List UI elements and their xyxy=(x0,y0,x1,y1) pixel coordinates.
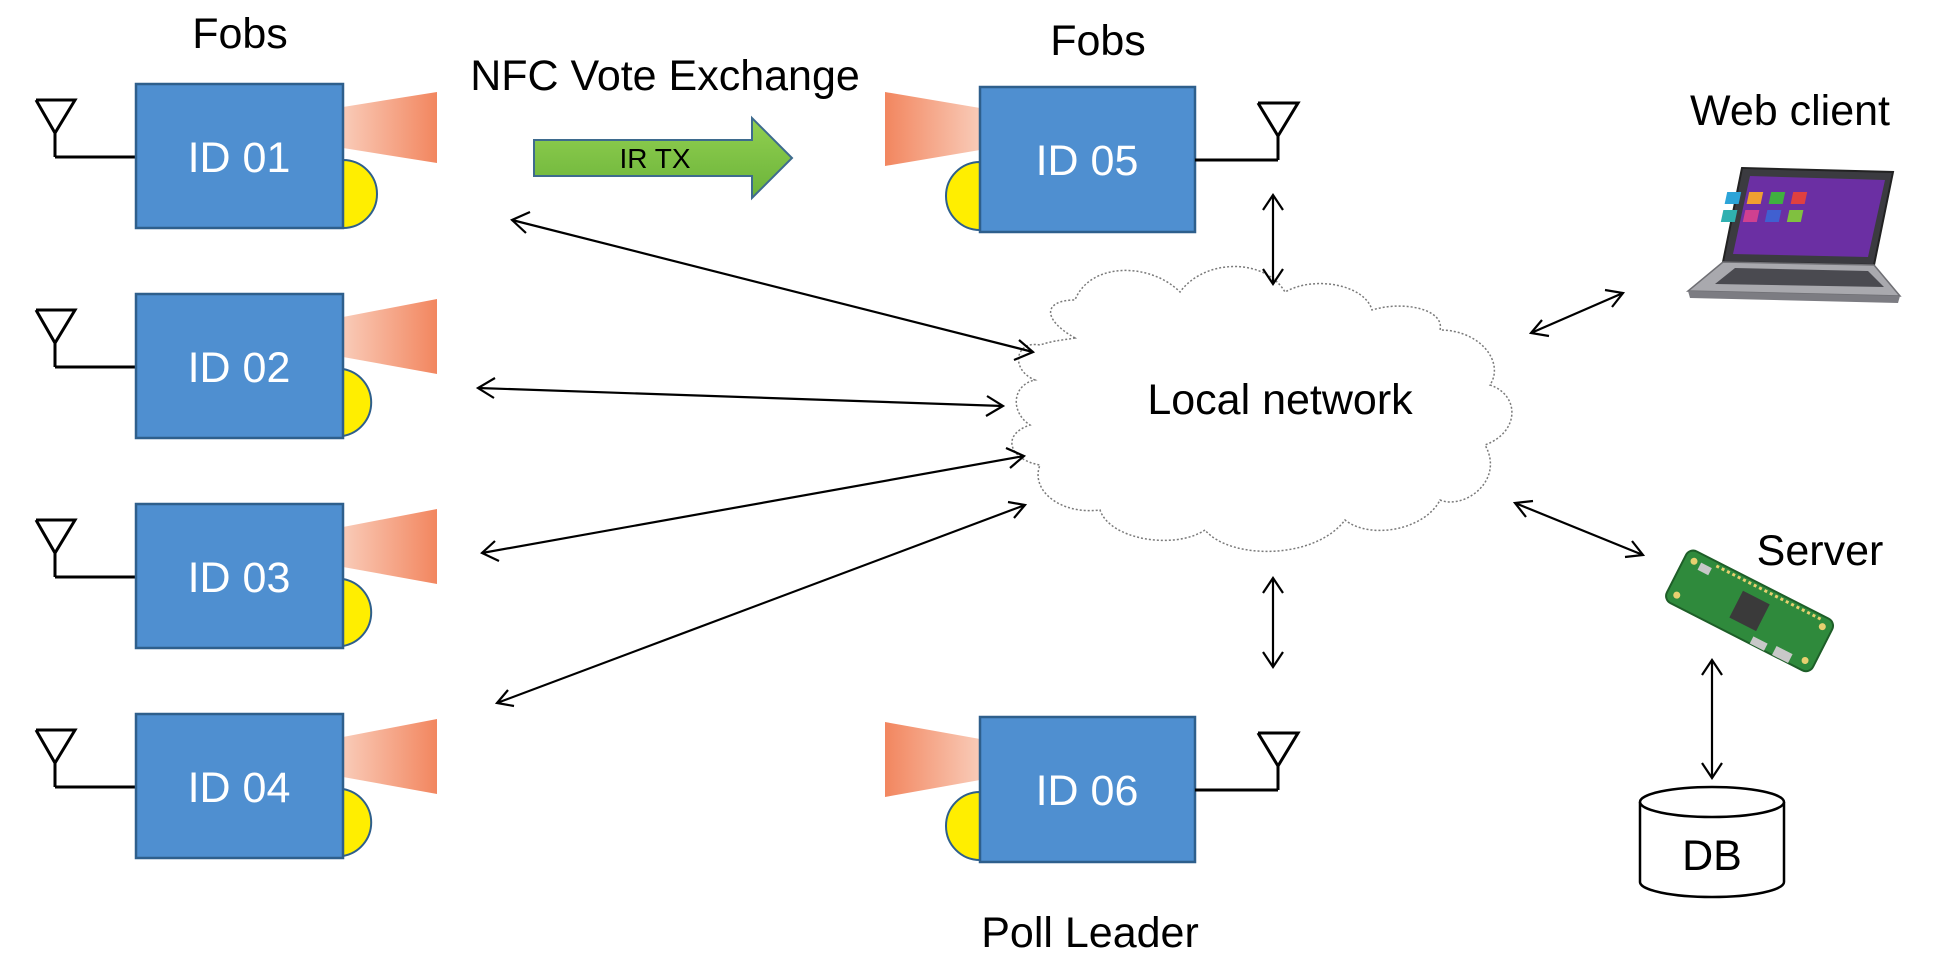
local-network-cloud: Local network xyxy=(1011,265,1513,553)
fob-id-06: ID 06 xyxy=(885,715,1301,864)
antenna-icon xyxy=(34,308,136,369)
fobs-right-label: Fobs xyxy=(1050,17,1146,65)
fob-id-02: ID 02 xyxy=(34,292,437,440)
fob-id-label: ID 01 xyxy=(188,134,291,182)
ir-tx-arrow: IR TX xyxy=(533,115,794,201)
button-icon xyxy=(342,787,373,858)
ir-emitter-icon xyxy=(343,719,437,794)
db-label: DB xyxy=(1682,832,1742,880)
antenna-icon xyxy=(1195,101,1301,162)
link-network-webclient xyxy=(1530,291,1624,335)
fob-id-label: ID 03 xyxy=(188,554,291,602)
fob-id-03: ID 03 xyxy=(34,502,437,650)
ir-emitter-icon xyxy=(885,722,980,797)
fob-body xyxy=(134,712,345,860)
web-client-label: Web client xyxy=(1690,87,1890,135)
fob-id-01: ID 01 xyxy=(34,82,437,230)
fob-body xyxy=(134,82,345,230)
server-label: Server xyxy=(1757,527,1884,575)
fob-id-label: ID 05 xyxy=(1036,137,1139,185)
server-board-icon xyxy=(1665,549,1835,673)
button-icon xyxy=(342,577,373,648)
fob-body xyxy=(134,502,345,650)
link-fob04-network xyxy=(496,503,1026,705)
fob-id-04: ID 04 xyxy=(34,712,437,860)
ir-emitter-icon xyxy=(343,299,437,374)
fob-id-label: ID 04 xyxy=(188,764,291,812)
button-icon xyxy=(945,790,981,862)
button-icon xyxy=(342,158,378,230)
nfc-vote-exchange-label: NFC Vote Exchange xyxy=(470,52,860,100)
antenna-icon xyxy=(34,518,136,579)
antenna-icon xyxy=(34,98,136,159)
button-icon xyxy=(945,160,981,232)
antenna-icon xyxy=(34,728,136,789)
fob-id-label: ID 06 xyxy=(1036,767,1139,815)
antenna-icon xyxy=(1195,731,1301,792)
fob-body xyxy=(978,85,1197,234)
fobs-left-label: Fobs xyxy=(192,10,288,58)
fob-body xyxy=(134,292,345,440)
link-fob02-network xyxy=(477,386,1004,408)
link-fob01-network xyxy=(511,218,1034,354)
fob-id-05: ID 05 xyxy=(885,85,1301,234)
ir-tx-label: IR TX xyxy=(619,143,690,174)
fob-id-label: ID 02 xyxy=(188,344,291,392)
button-icon xyxy=(342,367,373,438)
link-fob03-network xyxy=(481,454,1025,555)
link-network-server xyxy=(1514,501,1644,557)
poll-leader-label: Poll Leader xyxy=(981,909,1199,957)
ir-emitter-icon xyxy=(343,92,437,163)
local-network-label: Local network xyxy=(1147,376,1413,424)
database-icon: DB xyxy=(1638,785,1786,899)
ir-emitter-icon xyxy=(885,92,980,166)
ir-emitter-icon xyxy=(343,509,437,584)
connection-arrows xyxy=(475,193,1723,780)
laptop-icon xyxy=(1685,166,1902,303)
